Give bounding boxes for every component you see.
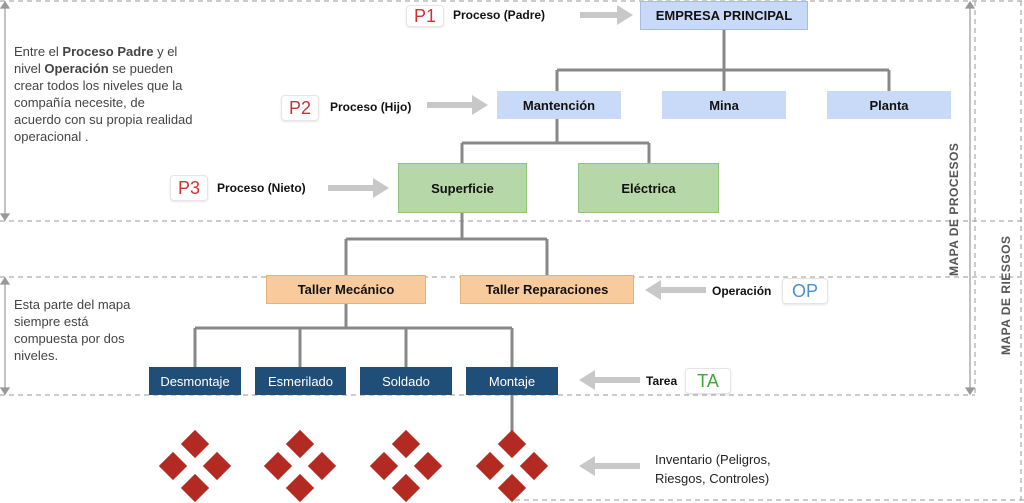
p1-label: Proceso (Padre) [453, 8, 546, 22]
node-task: Soldado [360, 367, 452, 395]
risk-icon [263, 429, 337, 503]
node-task: Desmontaje [149, 367, 241, 395]
node-child: Mantención [497, 91, 621, 119]
p1-badge: P1 [406, 5, 444, 27]
ta-label: Tarea [646, 374, 678, 388]
p2-badge: P2 [281, 95, 319, 121]
op-label: Operación [712, 284, 772, 298]
node-operation: Taller Reparaciones [460, 275, 634, 304]
op-badge: OP [782, 278, 828, 304]
p3-badge: P3 [170, 175, 208, 201]
operation-levels-note: Esta parte del mapa siempre está compues… [14, 297, 131, 363]
inventory-label: Inventario (Peligros, Riesgos, Controles… [655, 452, 771, 486]
risk-icon [158, 429, 232, 503]
process-range-marker [0, 0, 11, 222]
ta-badge: TA [685, 368, 731, 394]
process-map-label: MAPA DE PROCESOS [947, 142, 961, 276]
node-task: Montaje [466, 367, 558, 395]
arrow-inventory [579, 456, 640, 476]
node-grandchild: Superficie [398, 163, 527, 213]
arrow-p3 [328, 178, 389, 198]
operation-range-marker [0, 276, 11, 396]
arrow-p1 [580, 5, 633, 25]
pointer-arrows [328, 5, 706, 476]
node-grandchild: Eléctrica [578, 163, 719, 213]
arrow-op [645, 280, 706, 300]
node-root: EMPRESA PRINCIPAL [640, 1, 808, 30]
process-map-marker [964, 0, 976, 396]
node-child: Mina [662, 91, 786, 119]
arrow-ta [579, 370, 640, 390]
node-child: Planta [827, 91, 951, 119]
p3-label: Proceso (Nieto) [217, 181, 306, 195]
risk-icons [158, 429, 549, 503]
process-levels-note: Entre el Proceso Padre y el nivel Operac… [14, 44, 193, 144]
node-operation: Taller Mecánico [266, 275, 426, 304]
tree-connectors [193, 30, 891, 436]
risk-icon [369, 429, 443, 503]
node-task: Esmerilado [255, 367, 346, 395]
arrow-p2 [427, 95, 488, 115]
p2-label: Proceso (Hijo) [330, 100, 412, 114]
risk-icon [475, 429, 549, 503]
risk-map-label: MAPA DE RIESGOS [999, 235, 1013, 355]
